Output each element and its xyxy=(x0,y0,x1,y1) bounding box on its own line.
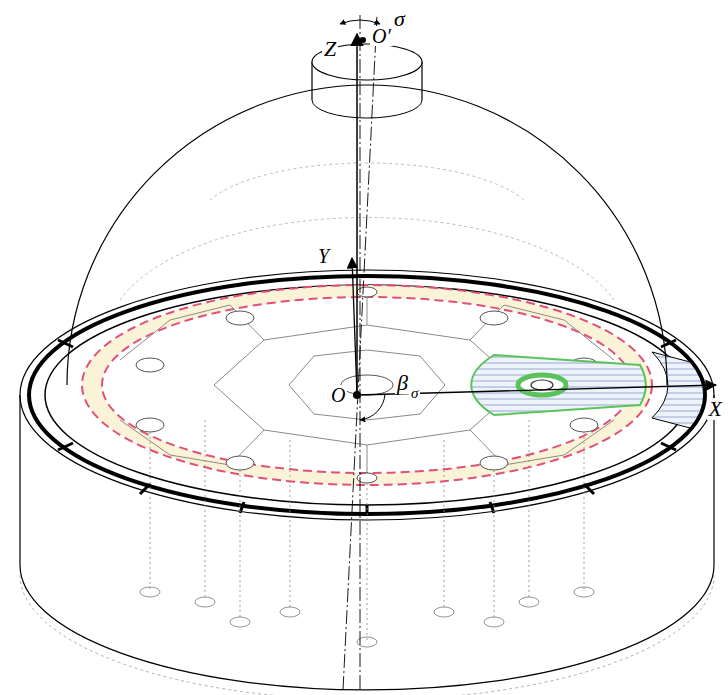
axis-label: σ xyxy=(409,386,420,401)
axis-label: β xyxy=(395,372,410,394)
axis-label: O′ xyxy=(370,26,393,46)
axis-label: O xyxy=(329,385,347,405)
axis-label: Z xyxy=(322,38,338,60)
axis-label: σ xyxy=(392,8,407,30)
axis-label: X xyxy=(707,398,724,420)
axis-label: Y xyxy=(316,246,331,266)
